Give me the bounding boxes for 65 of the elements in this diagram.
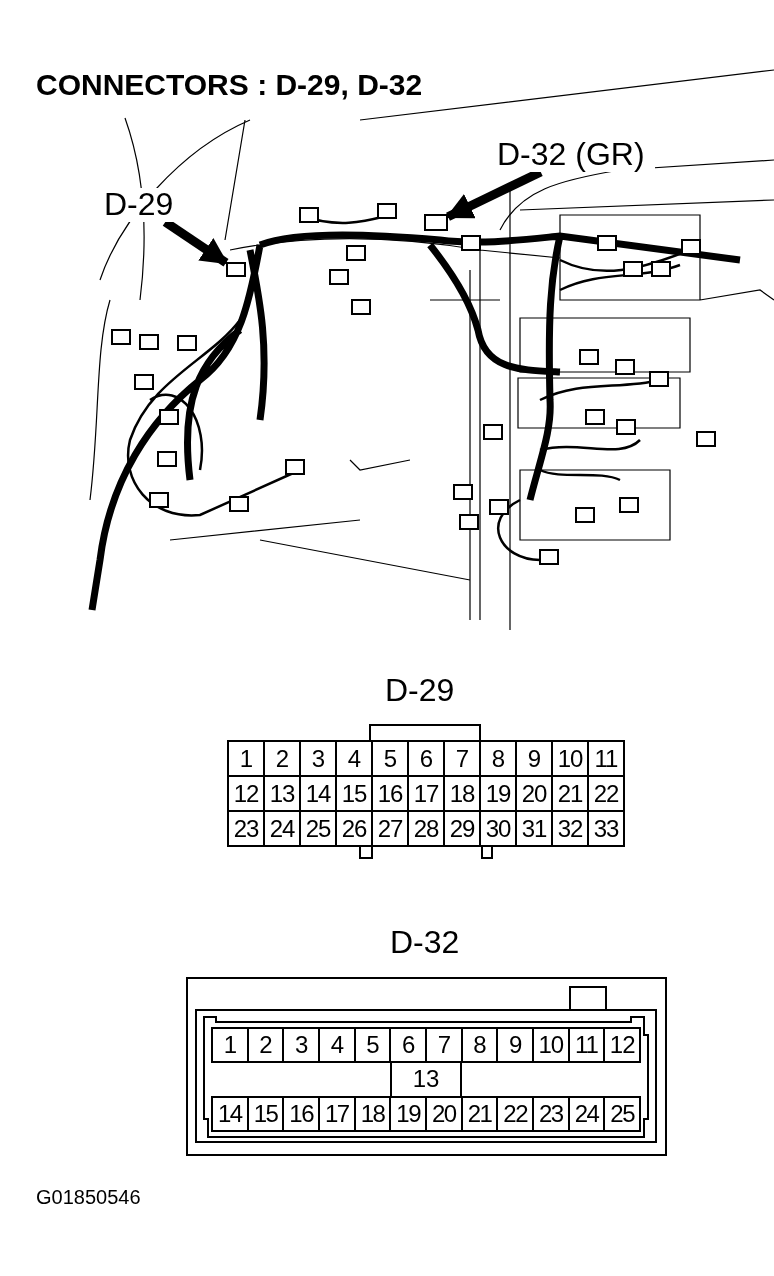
pin-number: 13 [265,777,301,812]
pin-number: 1 [229,742,265,777]
pin-number: 21 [462,1098,499,1132]
pin-number: 19 [481,777,517,812]
pin-number: 5 [355,1029,392,1063]
pin-number: 3 [284,1029,320,1063]
pin-number: 15 [337,777,373,812]
pin-number: 19 [391,1098,427,1132]
pin-number: 10 [553,742,589,777]
pin-number: 29 [445,812,481,847]
pin-number: 14 [213,1098,249,1132]
connector-label: D-29 [104,188,176,222]
pin-number: 20 [517,777,553,812]
pin-number: 8 [462,1029,499,1063]
pin-number: 26 [337,812,373,847]
pin-number: 6 [391,1029,427,1063]
pin-number: 1 [213,1029,249,1063]
pin-number: 15 [248,1098,285,1132]
pin-number: 18 [445,777,481,812]
pin-number: 17 [320,1098,356,1132]
pin-number: 31 [517,812,553,847]
pin-number: 11 [569,1029,606,1063]
connector-housing [424,214,448,231]
pin-number: 18 [355,1098,392,1132]
pin-number: 23 [534,1098,570,1132]
pin-number: 10 [534,1029,570,1063]
pin-number: 22 [498,1098,534,1132]
pin-number: 13 [390,1061,462,1096]
pin-number: 22 [589,777,625,812]
pin-number: 4 [337,742,373,777]
pin-number: 16 [373,777,409,812]
pin-number: 25 [301,812,337,847]
pin-number: 27 [373,812,409,847]
pin-number: 12 [605,1029,641,1063]
pin-number: 9 [498,1029,534,1063]
pin-number: 24 [569,1098,606,1132]
pin-number: 24 [265,812,301,847]
pin-number: 9 [517,742,553,777]
pin-number: 6 [409,742,445,777]
pin-number: 12 [229,777,265,812]
pin-number: 28 [409,812,445,847]
pin-number: 33 [589,812,625,847]
diagram-title: CONNECTORS : D-29, D-32 [36,70,423,100]
connector-housing [226,262,246,277]
connector-title: D-29 [385,674,455,706]
pin-number: 5 [373,742,409,777]
connector-title: D-32 [390,926,460,958]
pin-number: 11 [589,742,625,777]
pin-number: 8 [481,742,517,777]
pin-number: 14 [301,777,337,812]
pin-number: 20 [427,1098,463,1132]
pin-number: 21 [553,777,589,812]
figure-code: G01850546 [36,1185,141,1210]
pin-number: 17 [409,777,445,812]
pin-number: 4 [320,1029,356,1063]
pin-number: 7 [427,1029,463,1063]
pin-number: 23 [229,812,265,847]
pin-number: 2 [248,1029,285,1063]
pin-number: 2 [265,742,301,777]
pin-number: 3 [301,742,337,777]
pin-number: 30 [481,812,517,847]
pin-number: 25 [605,1098,641,1132]
pin-number: 32 [553,812,589,847]
pin-number: 7 [445,742,481,777]
pin-number: 16 [284,1098,320,1132]
